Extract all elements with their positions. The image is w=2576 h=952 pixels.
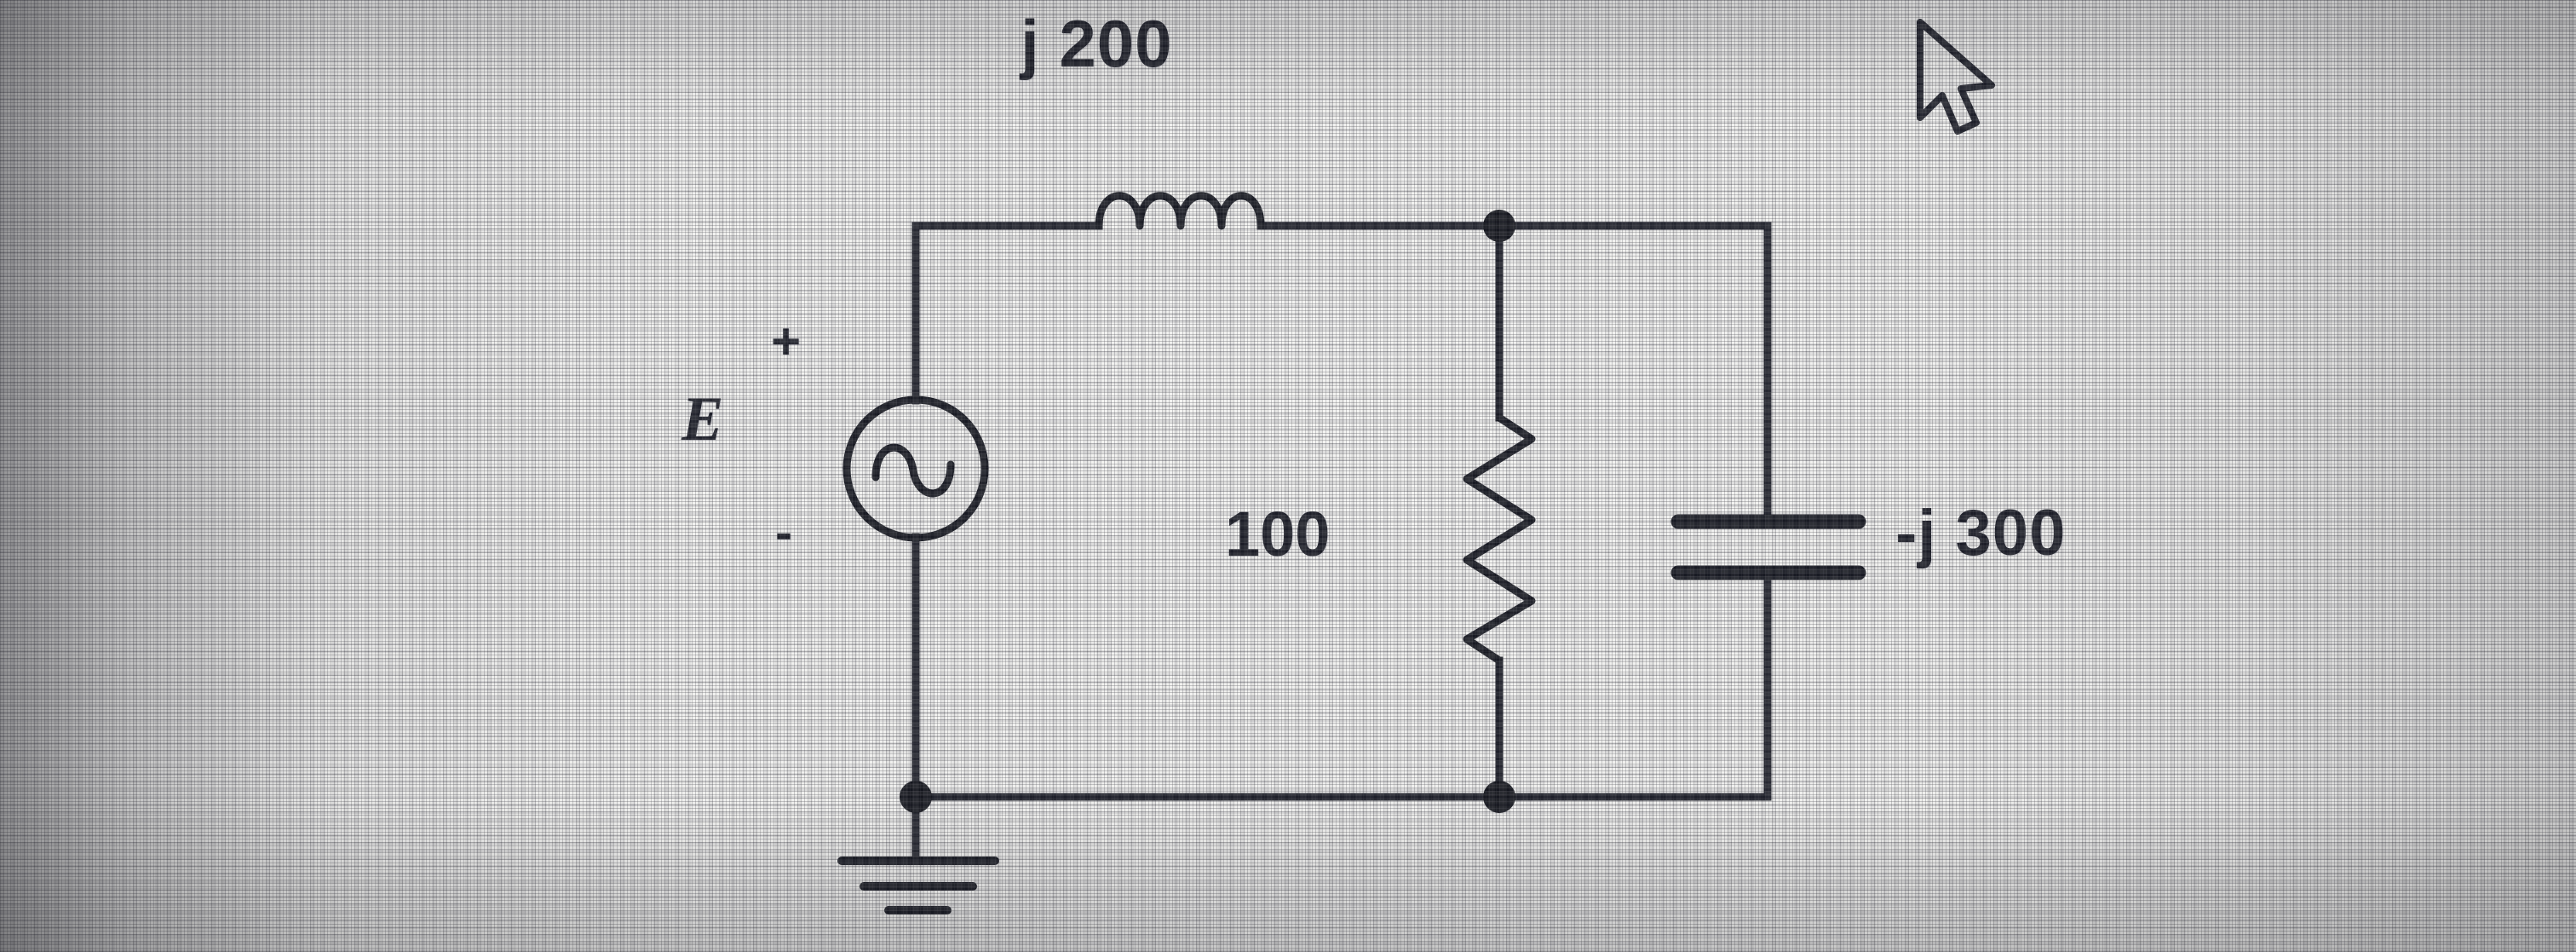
- ground-symbol: [837, 857, 999, 914]
- inductor-label: j 200: [1021, 6, 1173, 81]
- resistor-symbol: [1463, 413, 1536, 665]
- resistor-label: 100: [1225, 499, 1331, 569]
- source-polarity-minus: -: [775, 504, 792, 561]
- ac-source-symbol: [842, 395, 989, 542]
- junction-dot-ground-node: [900, 781, 932, 813]
- sine-wave-icon: [871, 443, 955, 498]
- source-circle: [842, 395, 989, 542]
- mouse-pointer-icon: [1917, 19, 1995, 135]
- source-label: E: [681, 384, 724, 454]
- capacitor-label: -j 300: [1895, 497, 2067, 569]
- junction-dot-top-node: [1483, 210, 1515, 242]
- source-polarity-plus: +: [771, 313, 802, 370]
- inductor-symbol: [1095, 192, 1265, 230]
- junction-dot-bottom-node: [1483, 781, 1515, 813]
- capacitor-symbol: [1670, 514, 1866, 580]
